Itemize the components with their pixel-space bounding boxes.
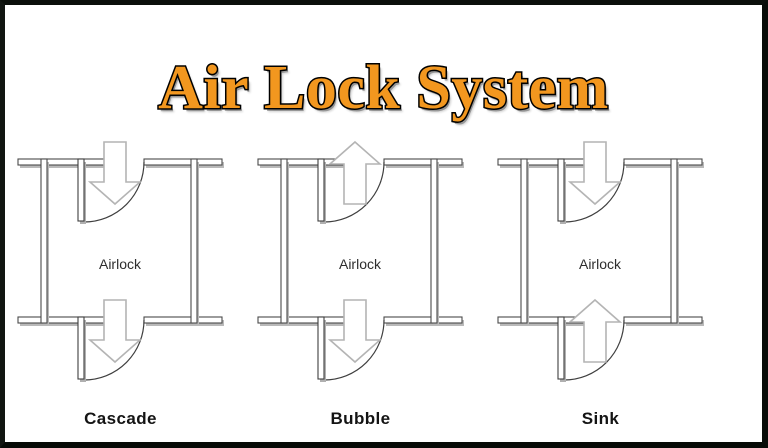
- arrow-up-icon: [327, 140, 383, 205]
- diagram-canvas: Air Lock System: [5, 5, 762, 442]
- wall-chamber-left: [520, 158, 529, 326]
- wall-top-right: [383, 158, 464, 168]
- wall-chamber-left: [40, 158, 49, 326]
- airlock-panels: Airlock Cascade: [5, 140, 762, 435]
- airlock-label: Airlock: [99, 256, 142, 272]
- arrow-down-icon: [87, 141, 143, 206]
- wall-bottom-left: [257, 316, 358, 326]
- arrow-down-icon: [567, 141, 623, 206]
- airlock-label: Airlock: [579, 256, 622, 272]
- wall-top-left: [497, 158, 598, 168]
- wall-bottom-right: [143, 316, 224, 326]
- wall-bottom-left: [17, 316, 118, 326]
- airlock-label: Airlock: [339, 256, 382, 272]
- wall-chamber-right: [190, 158, 199, 326]
- page-title: Air Lock System: [5, 54, 762, 122]
- panel-sink-drawing: Airlock: [497, 141, 704, 382]
- panel-label-bubble: Bubble: [330, 409, 391, 428]
- panel-label-sink: Sink: [581, 409, 620, 428]
- wall-bottom-right: [623, 316, 704, 326]
- wall-top-right: [623, 158, 704, 168]
- door-top: [77, 158, 145, 224]
- panel-label-cascade: Cascade: [84, 409, 157, 428]
- wall-top-right: [143, 158, 224, 168]
- page-title-text: Air Lock System: [157, 54, 610, 122]
- arrow-down-icon: [87, 299, 143, 364]
- panel-sink: Airlock Sink: [493, 140, 708, 435]
- door-bottom: [317, 316, 385, 382]
- arrow-down-icon: [327, 299, 383, 364]
- wall-chamber-left: [280, 158, 289, 326]
- wall-chamber-right: [430, 158, 439, 326]
- wall-bottom-right: [383, 316, 464, 326]
- panel-bubble: Airlock Bubble: [253, 140, 468, 435]
- panel-bubble-drawing: Airlock: [257, 140, 464, 382]
- door-bottom: [77, 316, 145, 382]
- panel-cascade: Airlock Cascade: [13, 140, 228, 435]
- panel-cascade-drawing: Airlock: [17, 141, 224, 382]
- arrow-up-icon: [567, 298, 623, 363]
- wall-top-left: [17, 158, 118, 168]
- door-top: [557, 158, 625, 224]
- wall-chamber-right: [670, 158, 679, 326]
